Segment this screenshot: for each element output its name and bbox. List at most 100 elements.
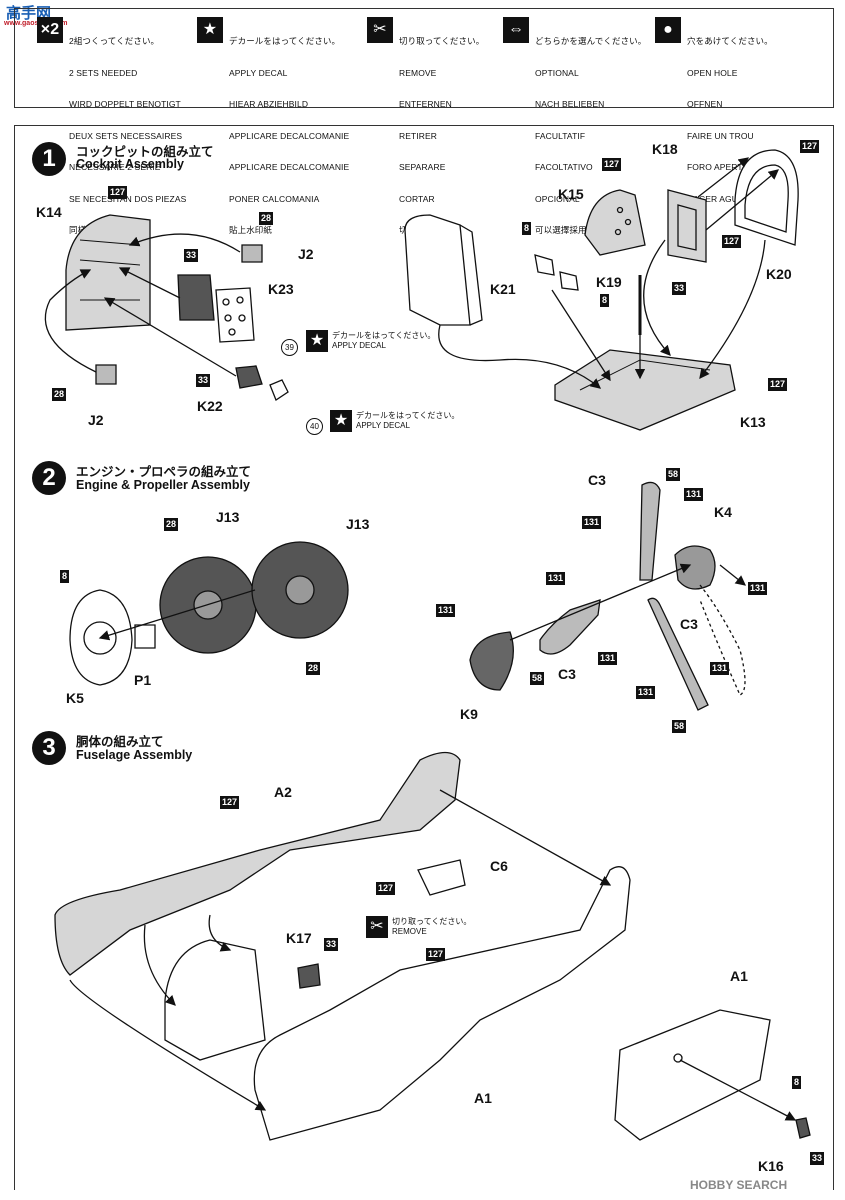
label-c3-left: C3 [558, 666, 576, 682]
legend-line: REMOVE [399, 67, 437, 78]
step-1-title-en: Cockpit Assembly [76, 157, 184, 171]
decal-note-jp: デカールをはってください。 [356, 411, 460, 420]
decal-sheet-39 [215, 287, 255, 343]
step-1-number: 1 [32, 142, 66, 176]
scissors-icon: ✂ [367, 17, 393, 43]
part-k13-floor [554, 349, 736, 431]
legend-line: OPTIONAL [535, 67, 579, 78]
label-c6: C6 [490, 858, 508, 874]
part-k22 [235, 365, 263, 389]
legend-line: 2組つくってください。 [69, 36, 160, 46]
paint-code: 127 [220, 796, 240, 809]
part-k21-pedals [534, 254, 579, 291]
decal-40 [269, 379, 289, 401]
paint-code: 58 [530, 672, 545, 685]
instruction-panel [14, 125, 834, 1190]
label-k14: K14 [36, 204, 62, 220]
paint-code: 8 [522, 222, 532, 235]
star-icon: ★ [197, 17, 223, 43]
label-a1-main: A1 [474, 1090, 492, 1106]
decal-note-en: APPLY DECAL [332, 341, 386, 350]
legend-line: HIEAR ABZIEHBILD [229, 99, 309, 109]
legend-line: NACH BELIEBEN [535, 99, 605, 109]
part-k15-seat [584, 189, 646, 256]
legend-line: RETIRER [399, 130, 438, 141]
part-a1-fuselage-half [253, 866, 631, 1141]
legend-line: HACER AGUJERO [687, 193, 762, 204]
decal-number-40: 40 [306, 418, 323, 435]
label-k5: K5 [66, 690, 84, 706]
step-1-title-jp: コックピットの組み立て [76, 145, 214, 159]
label-p1: P1 [134, 672, 152, 688]
remove-note-jp: 切り取ってください。 [392, 917, 472, 926]
paint-code: 131 [598, 652, 618, 665]
paint-code: 127 [376, 882, 396, 895]
label-a1-detail: A1 [730, 968, 748, 984]
legend-line: OFFNEN [687, 99, 723, 109]
paint-code: 131 [636, 686, 656, 699]
paint-code: 127 [108, 186, 128, 199]
paint-code: 127 [768, 378, 788, 391]
legend-line: APPLICARE DECALCOMANIE [229, 130, 350, 141]
legend-line: FORO APERTO [687, 162, 750, 172]
legend-line: 穴をあけてください。 [687, 36, 773, 46]
legend-line: DEUX SETS NECESSAIRES [69, 130, 183, 141]
paint-code: 33 [324, 938, 339, 951]
paint-code: 58 [672, 720, 687, 733]
decal-note-jp: デカールをはってください。 [332, 331, 436, 340]
part-cockpit-tub [164, 939, 266, 1061]
part-seat-armor [404, 214, 471, 326]
label-a2: A2 [274, 784, 292, 800]
step-3-number: 3 [32, 731, 66, 765]
label-k15: K15 [558, 186, 584, 202]
legend-line: NECESSARIE 2 SERIE [69, 162, 161, 172]
paint-code: 58 [666, 468, 681, 481]
paint-code: 28 [52, 388, 67, 401]
step-2-number: 2 [32, 461, 66, 495]
paint-code: 33 [672, 282, 687, 295]
paint-code: 28 [306, 662, 321, 675]
legend-line: APPLY DECAL [229, 67, 288, 78]
legend-line: OPCIONAL [535, 193, 580, 204]
legend-line: FACOLTATIVO [535, 162, 593, 172]
decal-number-39: 39 [281, 339, 298, 356]
legend-line: CORTAR [399, 193, 435, 204]
legend-line: デカールをはってください。 [229, 36, 341, 46]
label-j2-upper: J2 [298, 246, 314, 262]
star-icon: ★ [306, 330, 328, 352]
paint-code: 8 [792, 1076, 802, 1089]
watermark-site: www.gaoshou.com [4, 20, 68, 27]
part-k14-bulkhead [65, 214, 151, 331]
part-a2-fuselage-half [54, 751, 461, 976]
part-c3-blade-lower [647, 597, 709, 711]
label-k17: K17 [286, 930, 312, 946]
legend-line: SE NECESITAN DOS PIEZAS [69, 193, 187, 204]
part-k23-panel [177, 274, 215, 321]
step-3-title-jp: 胴体の組み立て [76, 735, 164, 749]
legend-line: FAIRE UN TROU [687, 130, 754, 141]
remove-note-en: REMOVE [392, 927, 427, 936]
paint-code: 127 [426, 948, 446, 961]
legend-line: PONER CALCOMANIA [229, 193, 320, 204]
paint-code: 127 [800, 140, 820, 153]
paint-code: 33 [184, 249, 199, 262]
legend-line: WIRD DOPPELT BENOTIGT [69, 99, 181, 109]
label-k23: K23 [268, 281, 294, 297]
legend-line: 切り取ってください。 [399, 36, 485, 46]
legend-line: APPLICARE DECALCOMANIE [229, 162, 350, 172]
legend-line: どちらかを選んでください。 [535, 36, 647, 46]
paint-code: 8 [60, 570, 70, 583]
paint-code: 131 [684, 488, 704, 501]
star-icon: ★ [330, 410, 352, 432]
part-k4-hub [674, 545, 716, 590]
part-c6-tailwheel-bay [417, 859, 466, 896]
part-a1-tail-detail [614, 1009, 771, 1141]
part-c3-blade-left [539, 599, 601, 655]
paint-code: 33 [810, 1152, 825, 1165]
paint-code: 131 [582, 516, 602, 529]
paint-code: 8 [600, 294, 610, 307]
label-k21: K21 [490, 281, 516, 297]
watermark-hobby-search: HOBBY SEARCH [690, 1178, 788, 1192]
step-2-title-en: Engine & Propeller Assembly [76, 478, 250, 492]
